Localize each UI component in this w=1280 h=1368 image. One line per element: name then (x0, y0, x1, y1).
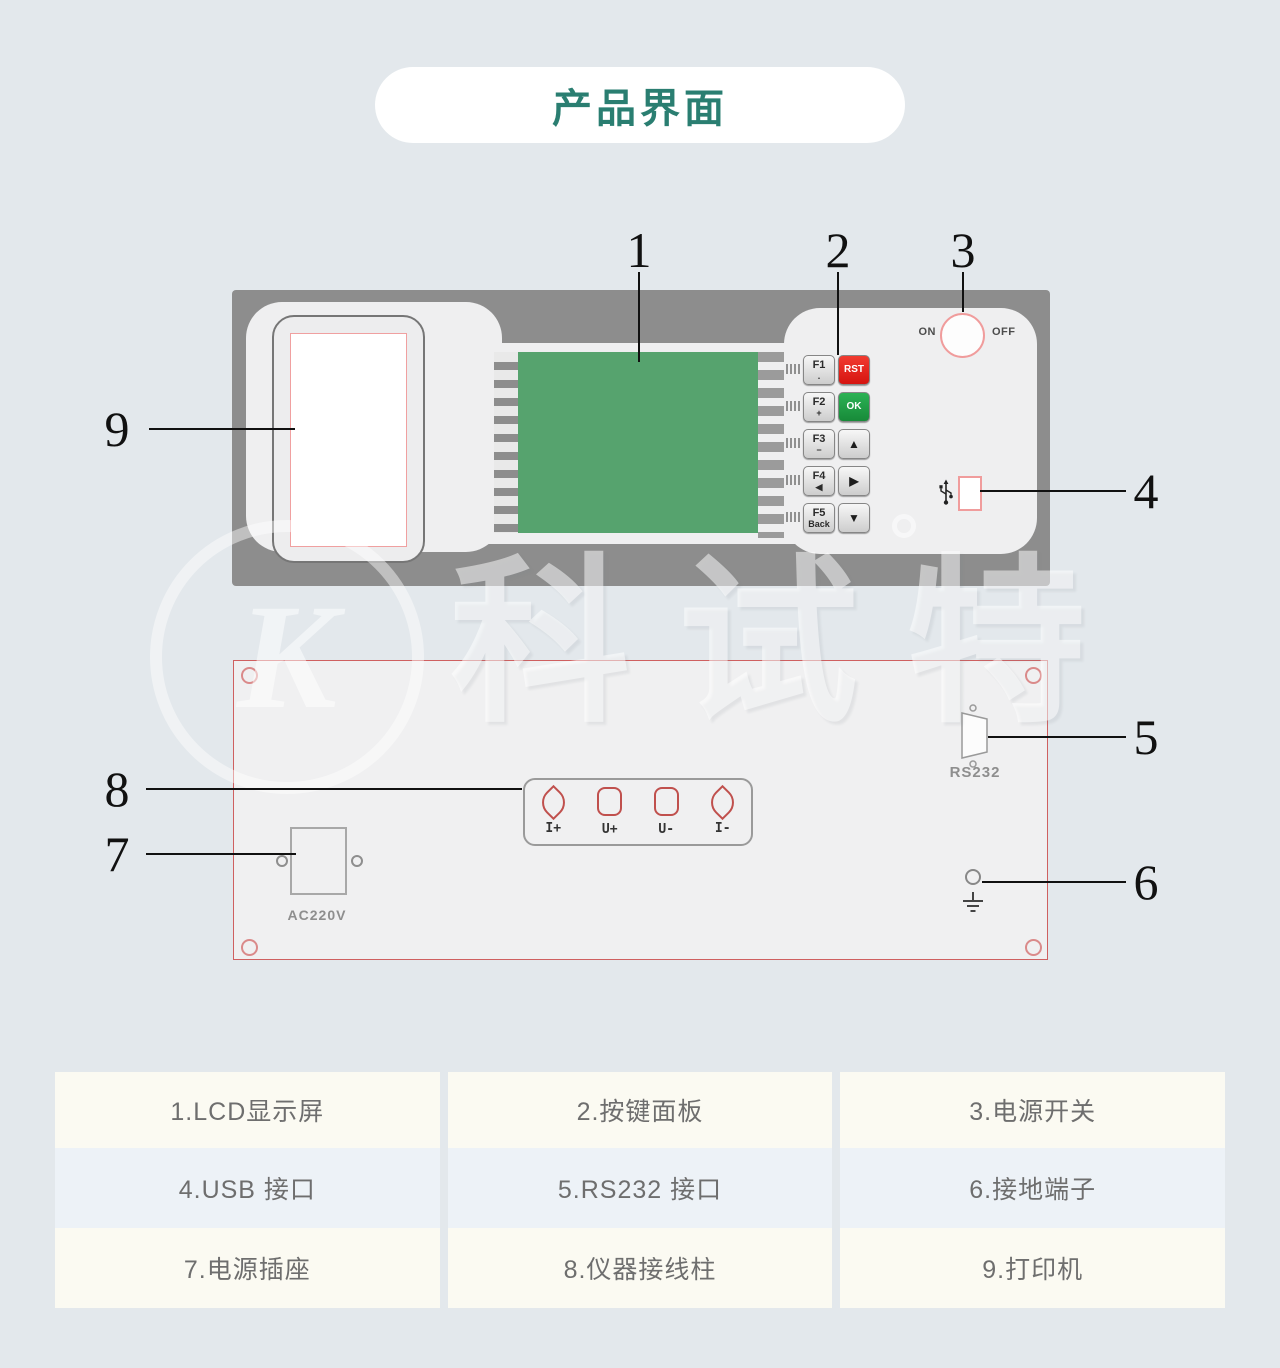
callout-number-8: 8 (104, 761, 130, 817)
corner-screw (241, 667, 258, 684)
post-shape (535, 784, 571, 821)
binding-post-u-plus: U+ (582, 780, 639, 844)
legend-table: 1.LCD显示屏 2.按键面板 3.电源开关 4.USB 接口 5.RS232 … (55, 1072, 1225, 1308)
key-f2-label: F2 (812, 395, 826, 408)
lcd-screen (518, 352, 758, 533)
rs232-connector (961, 704, 988, 768)
callout-line-7 (146, 853, 296, 855)
power-off-label: OFF (992, 326, 1016, 338)
post-shape (705, 784, 741, 821)
key-ribs (786, 401, 800, 411)
key-f3: F3 − (803, 429, 835, 459)
corner-screw (1025, 667, 1042, 684)
callout-number-4: 4 (1133, 463, 1159, 519)
callout-line-6 (982, 881, 1126, 883)
legend-cell-power: 3.电源开关 (840, 1072, 1225, 1148)
key-f3-sublabel: − (816, 444, 822, 455)
legend-cell-posts: 8.仪器接线柱 (447, 1228, 833, 1308)
page-title-text: 产品界面 (552, 87, 728, 131)
binding-post-i-plus: I+ (525, 780, 582, 844)
callout-number-2: 2 (825, 222, 851, 278)
callout-line-4 (980, 490, 1126, 492)
legend-cell-lcd: 1.LCD显示屏 (55, 1072, 440, 1148)
post-shape (653, 787, 679, 816)
callout-line-1 (638, 272, 640, 362)
key-f5-sublabel: Back (808, 518, 830, 529)
vent-slots-left (494, 352, 518, 533)
ac-power-socket (290, 827, 347, 895)
key-ribs (786, 475, 800, 485)
page-title: 产品界面 (375, 67, 905, 143)
usb-port (958, 476, 982, 511)
post-shape (597, 787, 623, 816)
post-label: I+ (545, 821, 562, 836)
binding-posts-box: I+ U+ U- I- (523, 778, 753, 846)
printer-window (290, 333, 407, 547)
corner-screw (241, 939, 258, 956)
callout-number-7: 7 (104, 826, 130, 882)
key-ribs (786, 438, 800, 448)
power-on-label: ON (918, 326, 936, 338)
key-f1-label: F1 (812, 358, 826, 371)
binding-post-i-minus: I- (695, 780, 752, 844)
ground-terminal (963, 869, 983, 912)
key-f4-label: F4 (812, 469, 826, 482)
post-label: U- (658, 822, 675, 837)
key-rst: RST (838, 355, 870, 385)
legend-cell-rs232: 5.RS232 接口 (447, 1148, 833, 1228)
legend-cell-usb: 4.USB 接口 (55, 1148, 440, 1228)
binding-post-u-minus: U- (638, 780, 695, 844)
key-f1-sublabel: . (817, 370, 821, 381)
callout-number-9: 9 (104, 401, 130, 457)
power-button (940, 313, 985, 358)
post-label: U+ (601, 822, 618, 837)
callout-line-2 (837, 272, 839, 355)
callout-number-5: 5 (1133, 709, 1159, 765)
back-panel-diagram: RS232 I+ U+ U- I- AC220V (233, 660, 1048, 960)
key-f5-label: F5 (812, 506, 826, 519)
callout-line-8 (146, 788, 522, 790)
key-f1: F1 . (803, 355, 835, 385)
key-ribs (786, 364, 800, 374)
key-ok: OK (838, 392, 870, 422)
socket-screw-hole (351, 855, 363, 867)
post-label: I- (714, 821, 731, 836)
callout-number-3: 3 (950, 222, 976, 278)
callout-number-1: 1 (626, 222, 652, 278)
key-down-arrow: ▼ (838, 503, 870, 533)
key-ribs (786, 512, 800, 522)
ac-voltage-label: AC220V (287, 907, 347, 923)
vent-slots-right (758, 352, 784, 538)
rs232-label: RS232 (949, 764, 1001, 781)
callout-line-5 (988, 736, 1126, 738)
key-f3-label: F3 (812, 432, 826, 445)
legend-cell-ground: 6.接地端子 (840, 1148, 1225, 1228)
usb-icon (939, 479, 953, 505)
callout-line-3 (962, 272, 964, 312)
callout-number-6: 6 (1133, 854, 1159, 910)
key-f4-sublabel: ◀ (815, 481, 823, 492)
socket-screw-hole (276, 855, 288, 867)
key-up-arrow: ▲ (838, 429, 870, 459)
callout-line-9 (149, 428, 295, 430)
key-right-arrow: ▶ (838, 466, 870, 496)
key-f5: F5 Back (803, 503, 835, 533)
key-f2-sublabel: + (816, 407, 822, 418)
key-f4: F4 ◀ (803, 466, 835, 496)
legend-cell-printer: 9.打印机 (840, 1228, 1225, 1308)
legend-cell-socket: 7.电源插座 (55, 1228, 440, 1308)
key-f2: F2 + (803, 392, 835, 422)
corner-screw (1025, 939, 1042, 956)
front-panel-diagram: F1 . F2 + F3 − F4 ◀ F5 Back RST OK ▲ ▶ ▼… (232, 290, 1050, 586)
legend-cell-keypad: 2.按键面板 (447, 1072, 833, 1148)
